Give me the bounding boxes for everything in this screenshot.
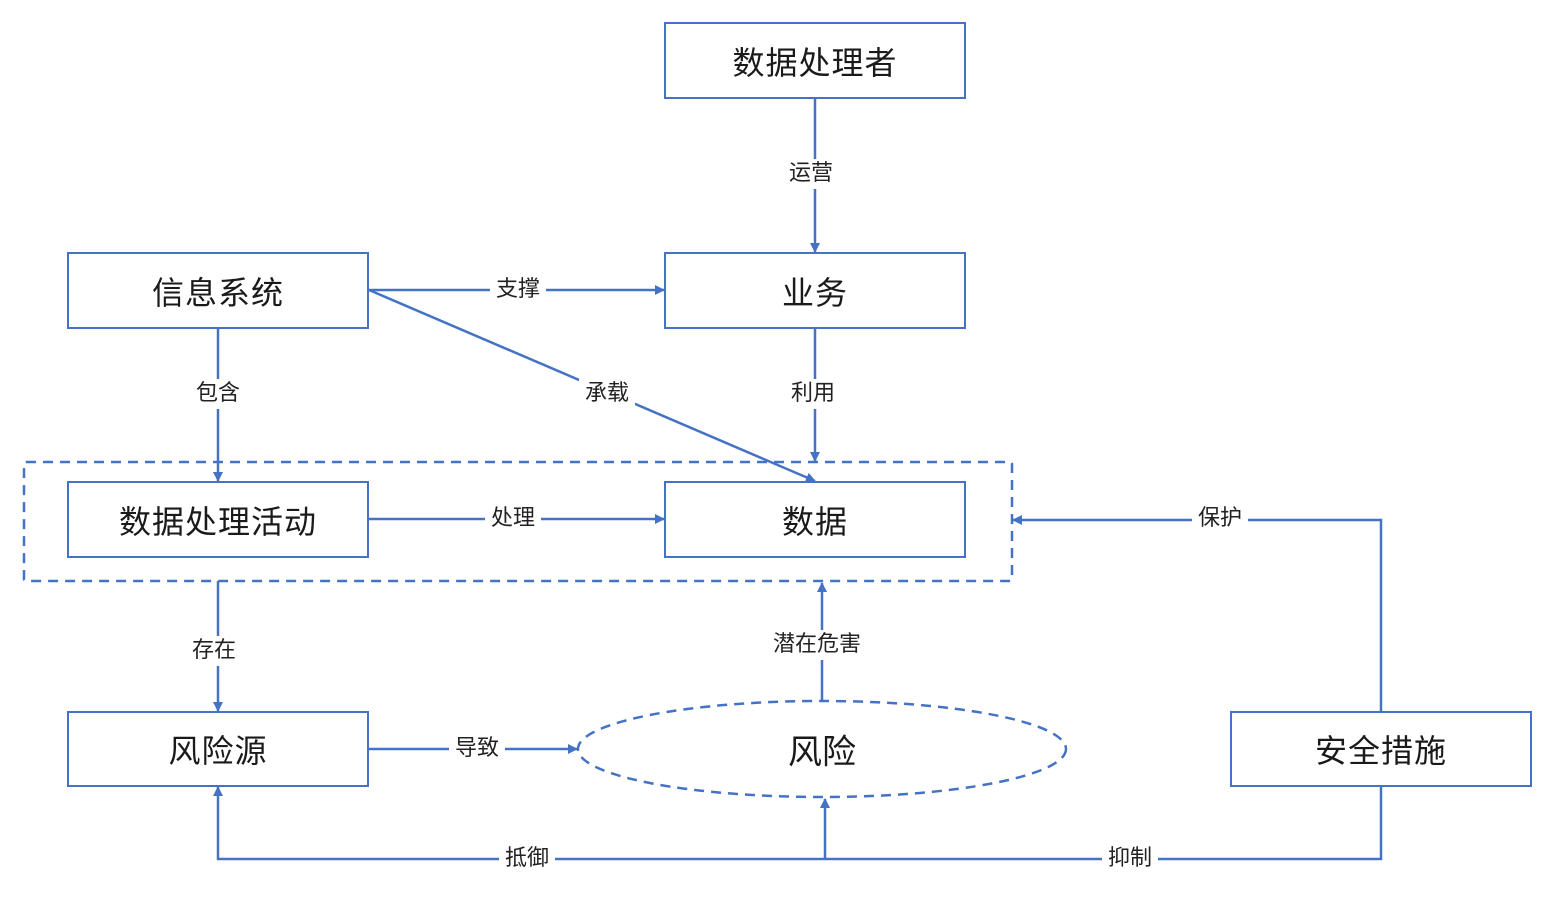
label-suppress: 抑制 [1101, 844, 1159, 874]
node-security-measures: 安全措施 [1230, 711, 1532, 787]
node-risk-source: 风险源 [67, 711, 369, 787]
label-exist: 存在 [185, 636, 243, 666]
node-processing-activity: 数据处理活动 [67, 481, 369, 558]
label-utilize: 利用 [784, 379, 842, 409]
label-process: 处理 [484, 504, 542, 534]
node-risk: 风险 [788, 732, 856, 773]
node-data: 数据 [664, 481, 966, 558]
label-potential-harm: 潜在危害 [766, 630, 868, 660]
node-info-system: 信息系统 [67, 252, 369, 329]
label-protect: 保护 [1191, 504, 1249, 534]
label-carry: 承载 [578, 379, 636, 409]
node-business: 业务 [664, 252, 966, 329]
label-resist: 抵御 [498, 844, 556, 874]
edge-resist [213, 786, 1383, 861]
label-support: 支撑 [489, 275, 547, 305]
edge-protect [1012, 515, 1383, 711]
node-data-processor: 数据处理者 [664, 22, 966, 99]
risk-ellipse [576, 699, 1068, 799]
label-cause: 导致 [448, 734, 506, 764]
label-contain: 包含 [189, 379, 247, 409]
label-operate: 运营 [782, 159, 840, 189]
